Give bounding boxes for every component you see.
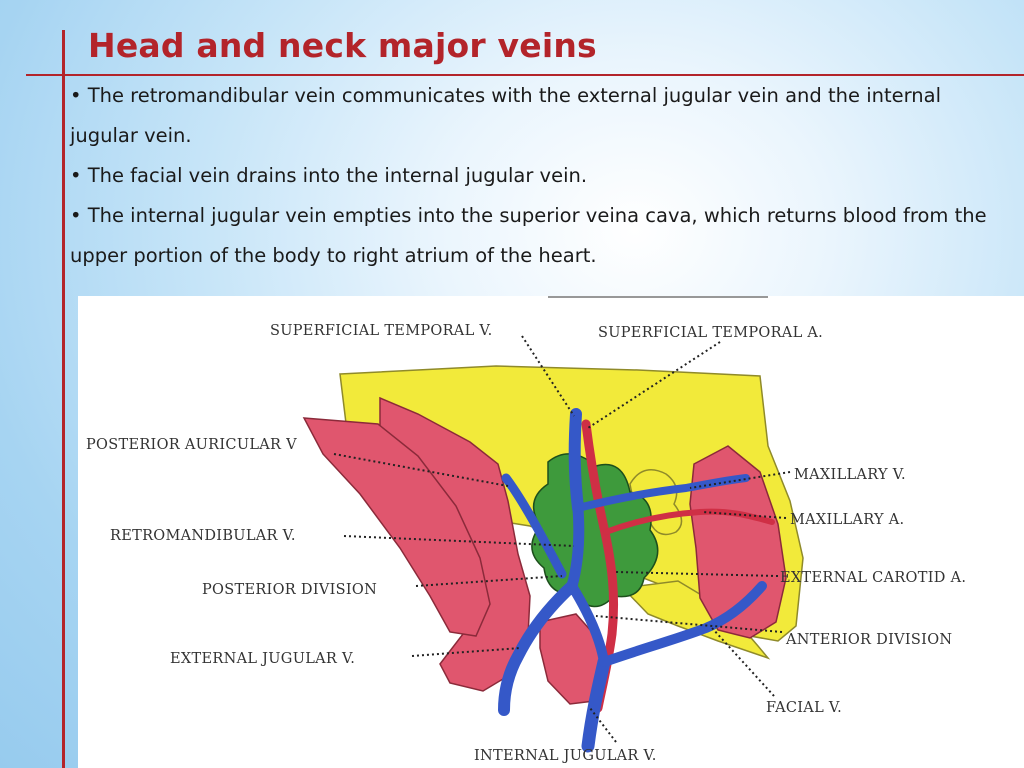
bone-lower-region (621, 580, 771, 660)
leader-external-carotid-a (615, 571, 779, 577)
leader-superficial-temporal-v (521, 335, 575, 417)
maxillary-artery (603, 508, 775, 535)
anterior-division-vein (567, 581, 609, 667)
label-internal-jugular-v: INTERNAL JUGULAR V. (474, 748, 657, 764)
bullet-list: • The retromandibular vein communicates … (70, 76, 1015, 276)
label-retromandibular-v: RETROMANDIBULAR V. (110, 528, 296, 544)
retromandibular-vein (566, 502, 585, 592)
label-maxillary-a: MAXILLARY A. (790, 512, 904, 528)
label-facial-v: FACIAL V. (766, 700, 842, 716)
bullet-internal-jugular: • The internal jugular vein empties into… (70, 204, 987, 267)
leader-superficial-temporal-a (587, 341, 721, 429)
label-external-jugular-v: EXTERNAL JUGULAR V. (170, 651, 355, 667)
lateral-muscle (302, 417, 491, 637)
leader-internal-jugular-v (589, 707, 617, 743)
superficial-temporal-vein (568, 408, 584, 514)
horizontal-accent-rule (26, 74, 1024, 76)
vertical-accent-rule (62, 30, 65, 768)
vein-diagram: SUPERFICIAL TEMPORAL V. SUPERFICIAL TEMP… (86, 296, 966, 764)
label-posterior-auricular-v: POSTERIOR AURICULAR V (86, 437, 297, 453)
slide-title: Head and neck major veins (88, 26, 597, 65)
facial-vein (599, 581, 767, 667)
leader-retromandibular-v (343, 535, 575, 547)
label-maxillary-v: MAXILLARY V. (794, 467, 906, 483)
external-jugular-vein (498, 580, 578, 716)
label-superficial-temporal-a: SUPERFICIAL TEMPORAL A. (598, 325, 823, 341)
leader-posterior-division (415, 575, 563, 587)
leader-anterior-division (595, 615, 783, 633)
bullet-retromandibular: • The retromandibular vein communicates … (70, 84, 942, 147)
label-posterior-division: POSTERIOR DIVISION (202, 582, 377, 598)
leader-external-jugular-v (411, 647, 521, 657)
label-external-carotid-a: EXTERNAL CAROTID A. (780, 570, 966, 586)
leader-facial-v (711, 627, 775, 697)
maxillary-vein (574, 474, 750, 512)
label-superficial-temporal-v: SUPERFICIAL TEMPORAL V. (270, 323, 493, 339)
leader-maxillary-a (701, 511, 787, 519)
label-anterior-division: ANTERIOR DIVISION (785, 632, 952, 648)
posterior-auricular-vein (501, 473, 567, 579)
anatomy-figure: SUPERFICIAL TEMPORAL V. SUPERFICIAL TEMP… (78, 296, 1024, 768)
leader-maxillary-v (689, 471, 791, 489)
bullet-facial-vein: • The facial vein drains into the intern… (70, 164, 588, 187)
internal-jugular-vein (581, 655, 611, 753)
